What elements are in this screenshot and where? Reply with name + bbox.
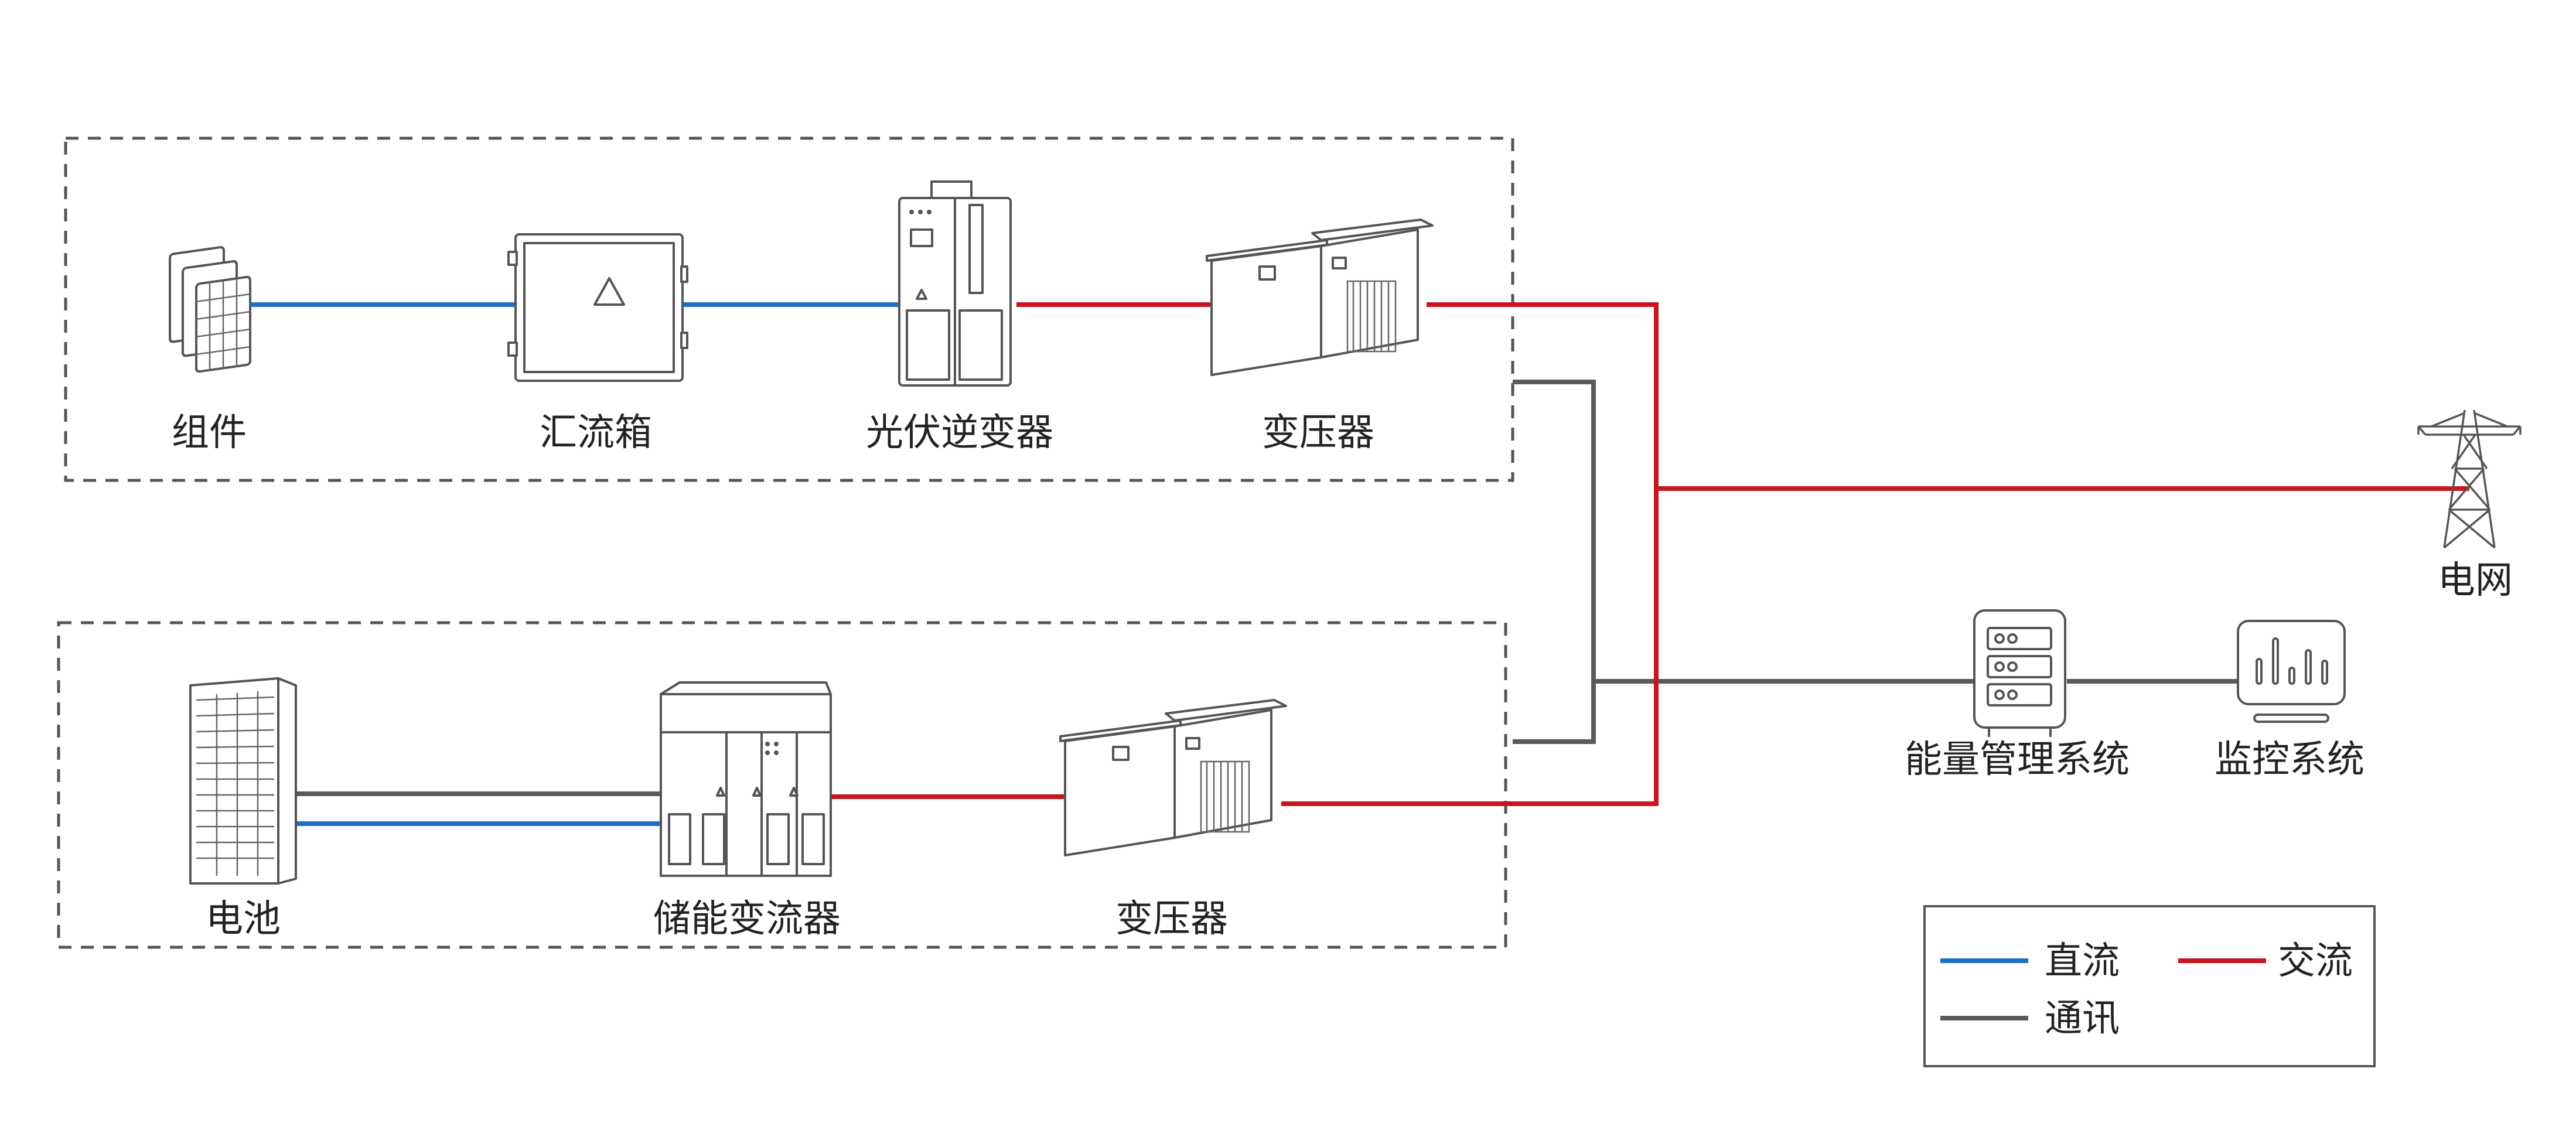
server-icon	[1973, 609, 2066, 737]
module-label: 组件	[172, 411, 247, 455]
storage-group-frame	[57, 621, 1507, 949]
pv-inverter-icon	[898, 180, 1012, 387]
combiner-box-icon	[507, 233, 688, 382]
solar-panel-icon	[169, 246, 251, 373]
combiner-label: 汇流箱	[540, 411, 652, 455]
pv-transformer-label: 变压器	[1262, 411, 1374, 455]
legend-frame	[1923, 905, 2376, 1067]
transformer-icon	[1206, 219, 1434, 376]
pcs-cabinet-icon	[660, 681, 832, 877]
transmission-tower-icon	[2417, 409, 2522, 549]
comm-line-pv-group	[1513, 380, 1596, 744]
grid-label: 电网	[2438, 559, 2513, 602]
ac-lines	[831, 302, 2469, 806]
transformer-icon	[1059, 699, 1287, 856]
legend-dc-label: 直流	[2045, 940, 2120, 983]
dc-lines	[249, 302, 905, 826]
monitor-label: 监控系统	[2215, 738, 2365, 781]
legend-ac-label: 交流	[2278, 940, 2353, 983]
battery-label: 电池	[206, 897, 281, 941]
pv-group-frame	[64, 136, 1514, 482]
ems-label: 能量管理系统	[1905, 738, 2130, 781]
pcs-label: 储能变流器	[653, 897, 841, 941]
ac-line-pv-transformer-bus	[1281, 302, 1659, 806]
battery-rack-icon	[189, 677, 297, 885]
legend-comm-label: 通讯	[2045, 997, 2120, 1040]
inverter-label: 光伏逆变器	[866, 411, 1053, 455]
monitor-chart-icon	[2237, 620, 2346, 723]
legend: 直流 交流 通讯	[1923, 905, 2376, 1067]
storage-transformer-label: 变压器	[1115, 897, 1228, 941]
